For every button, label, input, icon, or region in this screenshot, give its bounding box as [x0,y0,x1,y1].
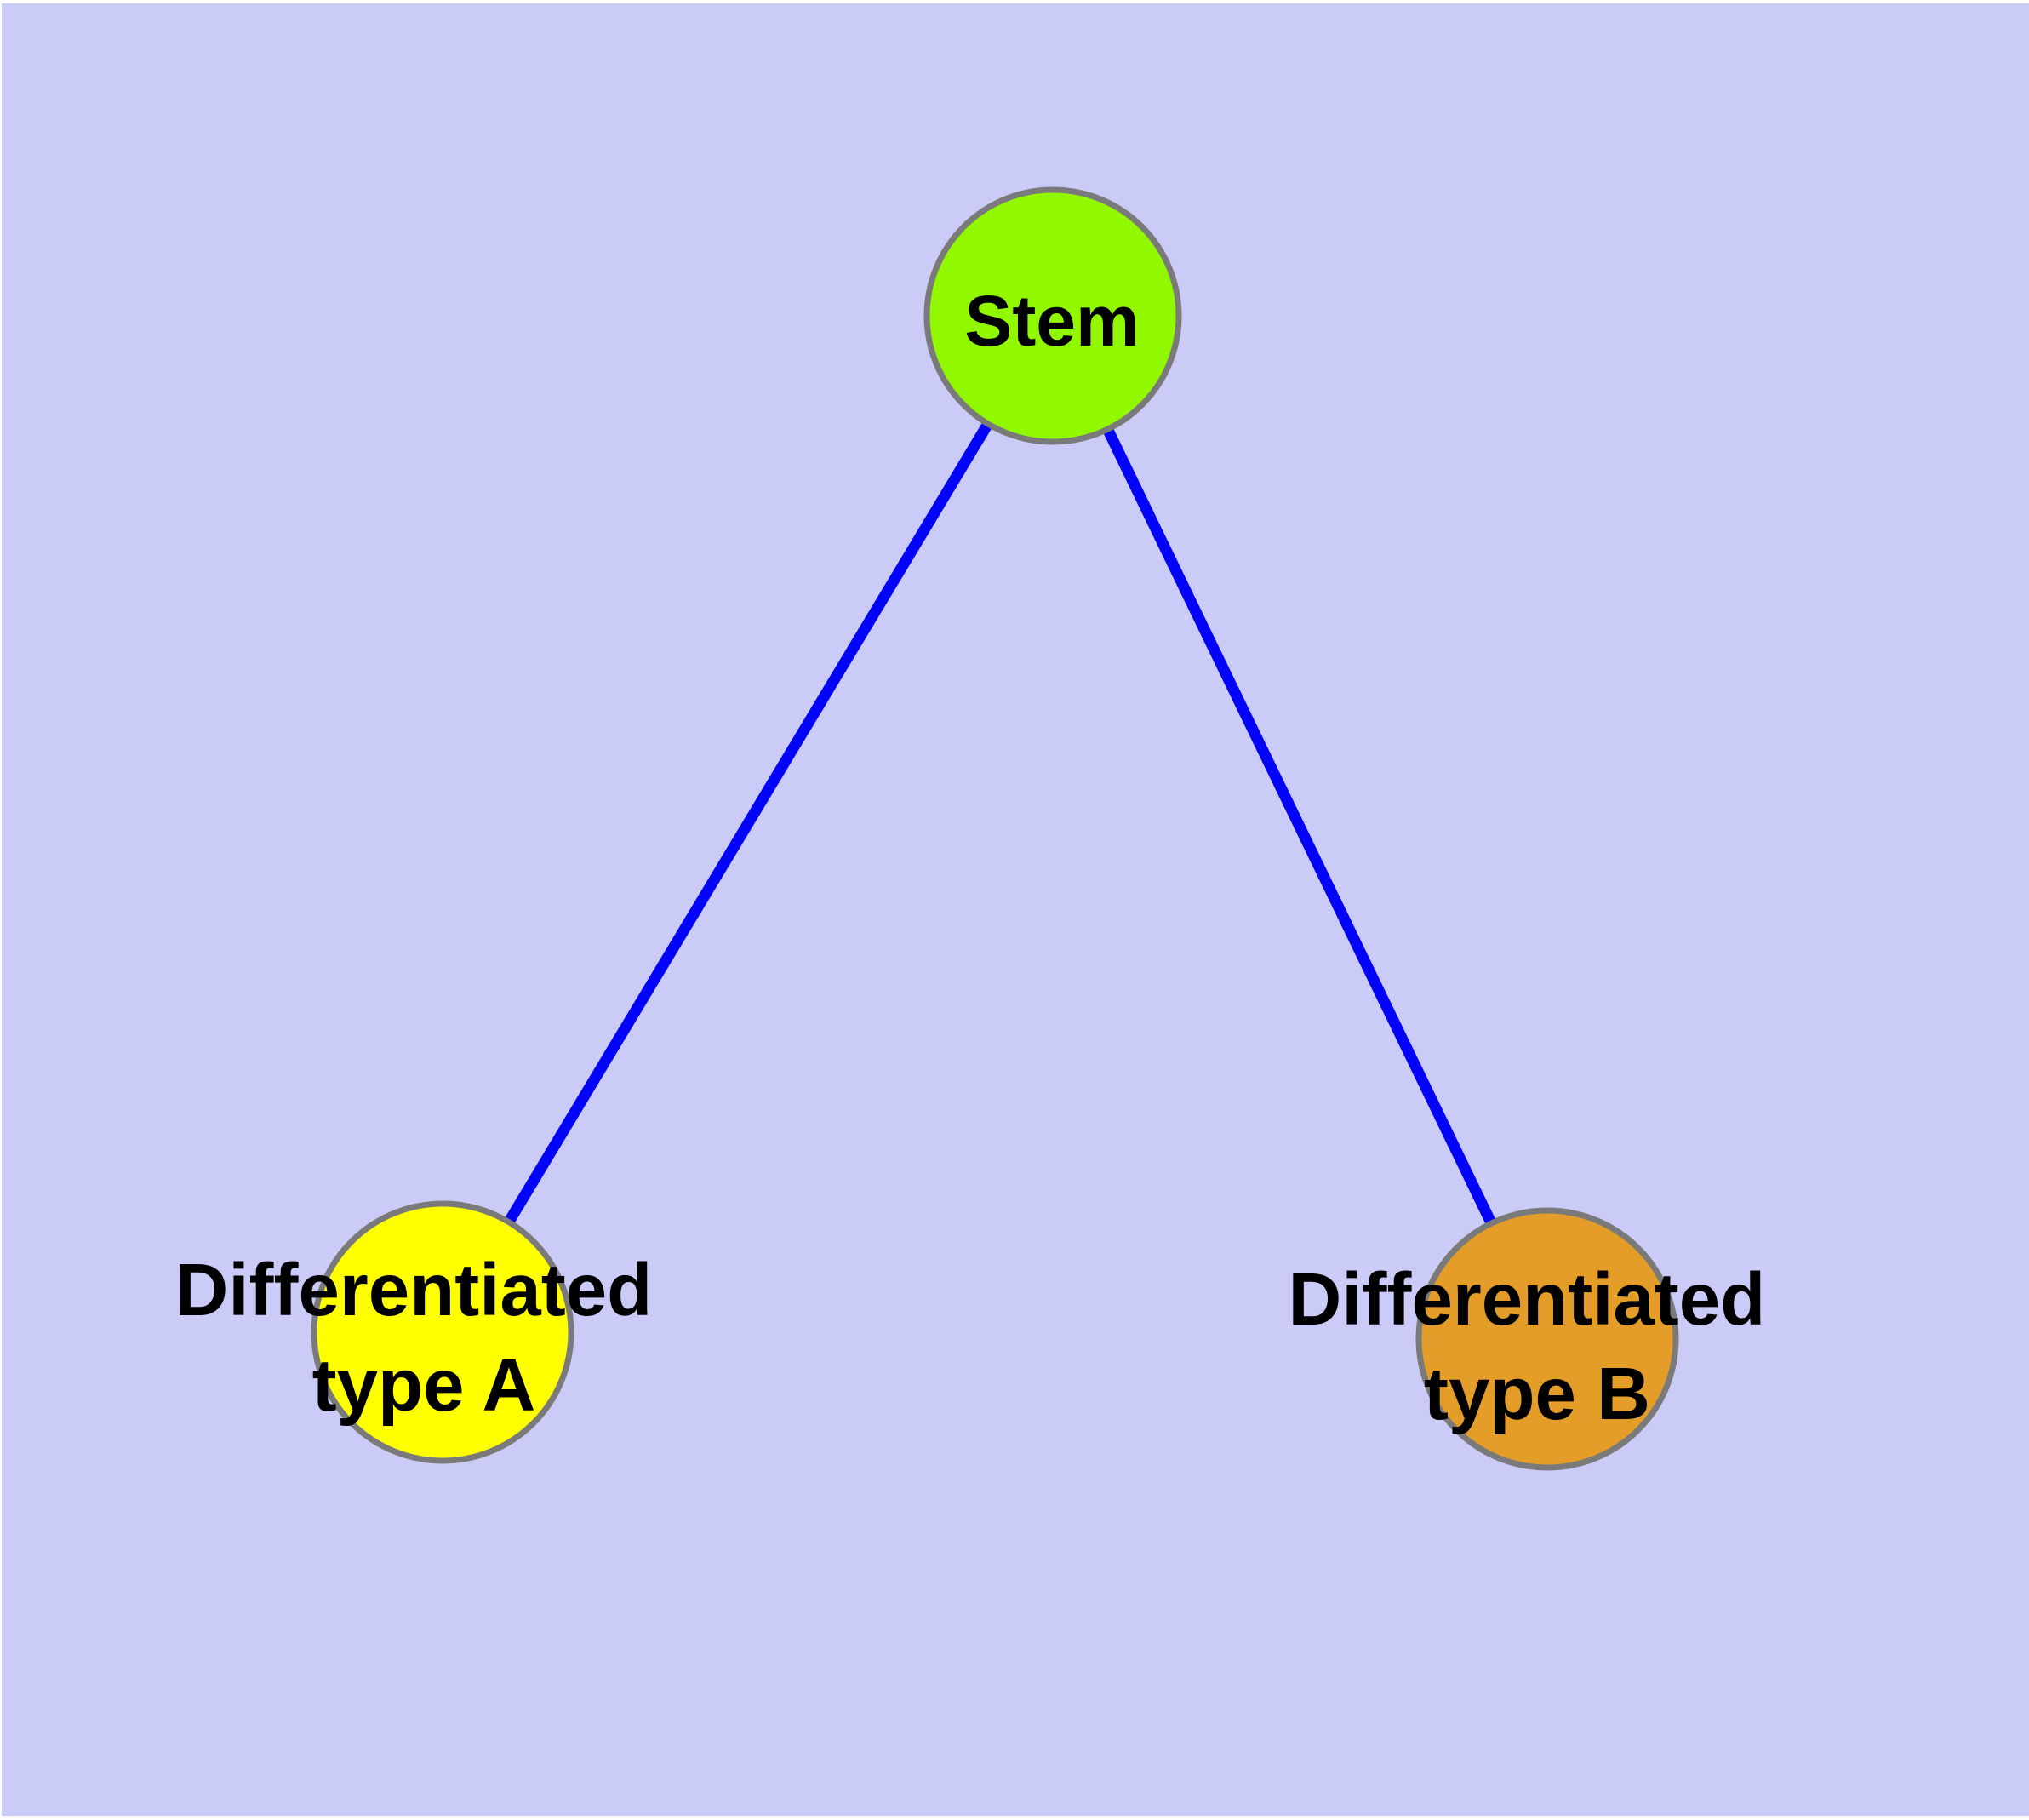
edge-stem-to-type-a [437,312,1058,1336]
node-type-b-label-line2: type B [1424,1353,1650,1435]
node-type-a-label-line1: Differentiated [175,1249,653,1331]
node-type-b-label-line1: Differentiated [1289,1258,1766,1341]
node-type-a-circle [311,1200,574,1464]
edge-stem-to-type-b [1048,313,1552,1342]
node-type-b-circle [1415,1207,1679,1471]
node-type-a-label: Differentiated type A [175,1249,673,1427]
node-stem-circle [923,186,1182,445]
node-stem-label: Stem [964,281,1139,361]
node-type-a-label-line2: type A [312,1344,536,1427]
node-type-b-label: Differentiated type B [1289,1258,1786,1435]
